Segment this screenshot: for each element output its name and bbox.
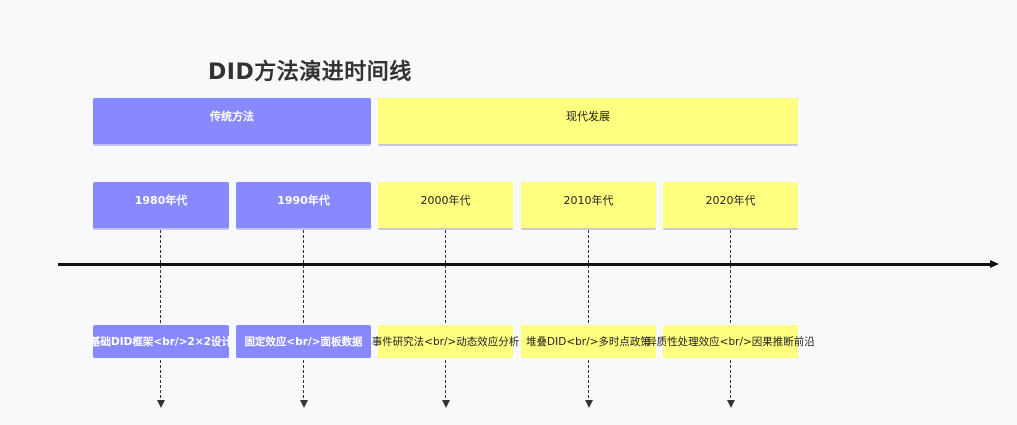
arrow-down-icon bbox=[442, 400, 450, 408]
diagram-title: DID方法演进时间线 bbox=[208, 60, 412, 85]
connector-1980s bbox=[160, 230, 161, 398]
event-2010s: 堆叠DID<br/>多时点政策 bbox=[521, 325, 656, 358]
event-1980s: 基础DID框架<br/>2×2设计 bbox=[90, 325, 232, 358]
arrow-down-icon bbox=[585, 400, 593, 408]
connector-2000s bbox=[445, 230, 446, 398]
arrow-down-icon bbox=[300, 400, 308, 408]
event-2000s: 事件研究法<br/>动态效应分析 bbox=[372, 325, 519, 358]
period-label: 1990年代 bbox=[277, 194, 330, 207]
event-label: 异质性处理效应<br/>因果推断前沿 bbox=[646, 336, 815, 348]
period-label: 2010年代 bbox=[563, 194, 614, 207]
section-modern: 现代发展 bbox=[378, 98, 798, 146]
timeline-axis bbox=[58, 263, 992, 266]
event-label: 基础DID框架<br/>2×2设计 bbox=[90, 336, 232, 348]
connector-1990s bbox=[303, 230, 304, 398]
period-1980s: 1980年代 bbox=[93, 182, 229, 230]
timeline-arrow-icon bbox=[990, 260, 999, 268]
section-label: 现代发展 bbox=[566, 110, 610, 123]
arrow-down-icon bbox=[727, 400, 735, 408]
section-traditional: 传统方法 bbox=[93, 98, 371, 146]
event-label: 固定效应<br/>面板数据 bbox=[244, 336, 363, 348]
period-2000s: 2000年代 bbox=[378, 182, 513, 230]
connector-2010s bbox=[588, 230, 589, 398]
section-label: 传统方法 bbox=[210, 110, 254, 123]
period-2020s: 2020年代 bbox=[663, 182, 798, 230]
period-label: 1980年代 bbox=[134, 194, 188, 207]
event-2020s: 异质性处理效应<br/>因果推断前沿 bbox=[646, 325, 815, 358]
period-label: 2020年代 bbox=[705, 194, 756, 207]
connector-2020s bbox=[730, 230, 731, 398]
event-label: 事件研究法<br/>动态效应分析 bbox=[371, 336, 520, 348]
event-1990s: 固定效应<br/>面板数据 bbox=[236, 325, 371, 358]
event-label: 堆叠DID<br/>多时点政策 bbox=[526, 336, 651, 348]
arrow-down-icon bbox=[157, 400, 165, 408]
period-2010s: 2010年代 bbox=[521, 182, 656, 230]
period-label: 2000年代 bbox=[420, 194, 471, 207]
period-1990s: 1990年代 bbox=[236, 182, 371, 230]
